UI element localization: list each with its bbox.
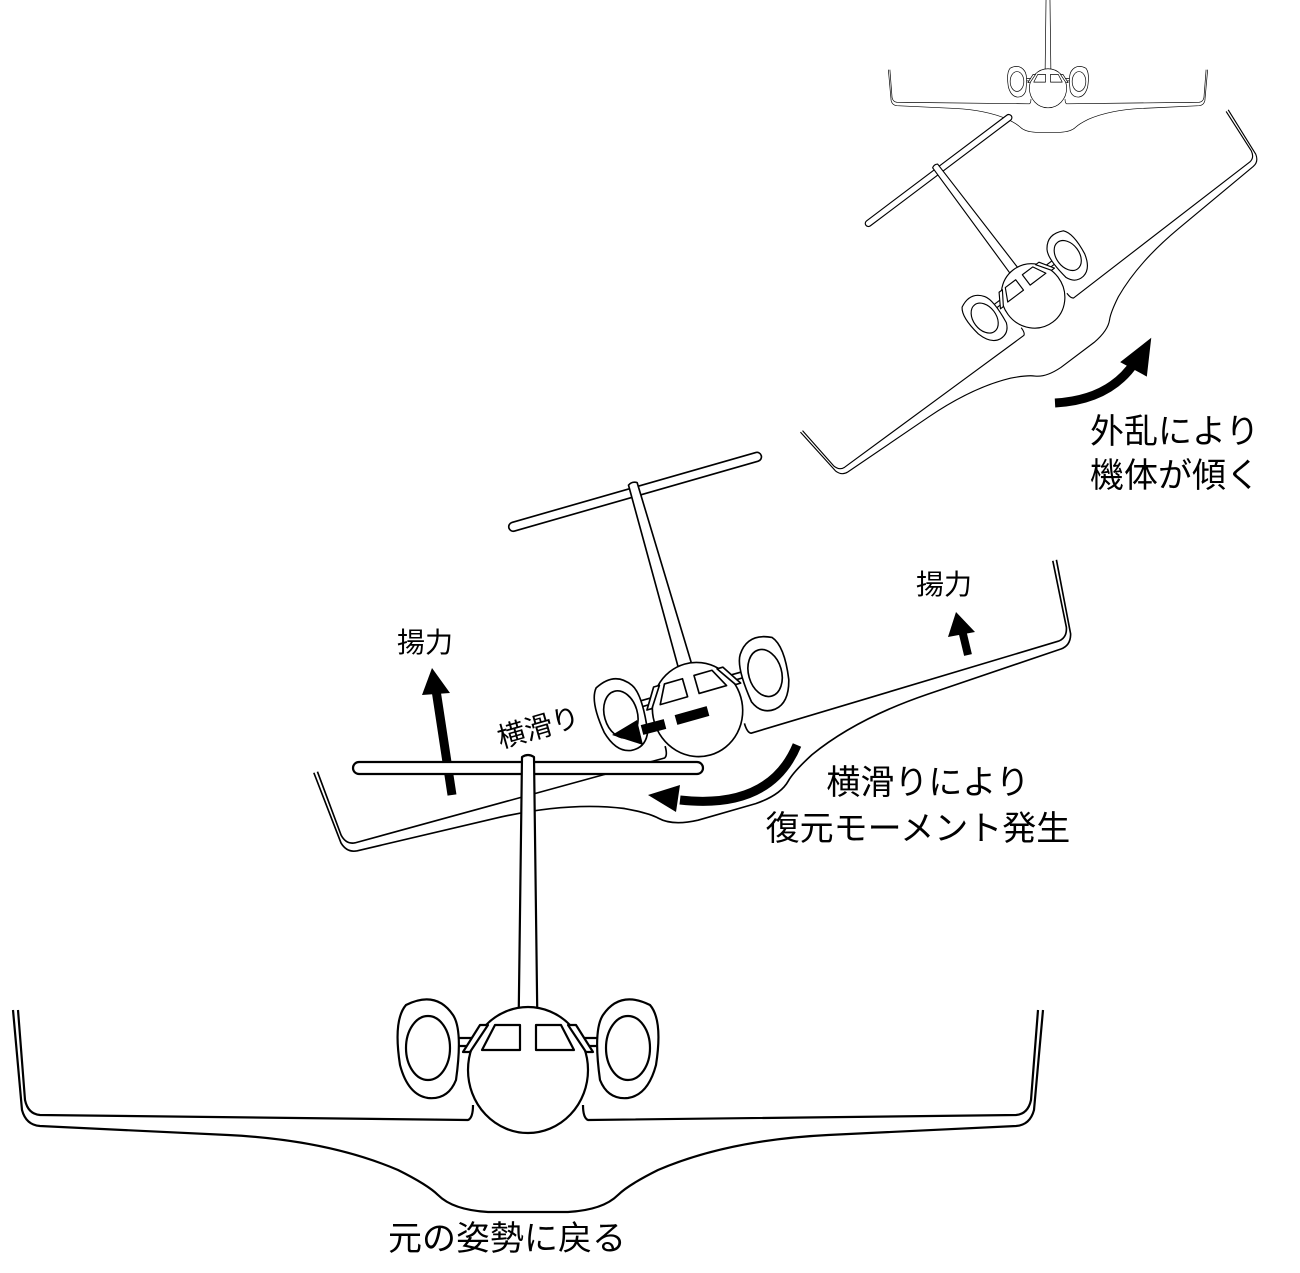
restoring-moment-arrow (679, 743, 802, 806)
sideslip-dash-1 (674, 706, 710, 725)
lift-label-right: 揚力 (916, 568, 973, 601)
sideslip-caption-line-1: 横滑りにより (826, 763, 1030, 803)
sideslip-arrow-head (612, 720, 643, 745)
lift-arrow-left-head (422, 668, 450, 695)
disturbance-roll-arrow (1054, 359, 1139, 408)
sideslip-caption-line-2: 復元モーメント発生 (765, 809, 1071, 849)
sideslip-caption: 横滑りにより 復元モーメント発生 (748, 760, 1088, 852)
disturbed-caption: 外乱により 機体が傾く (1090, 410, 1260, 498)
disturbed-caption-line-1: 外乱により (1090, 412, 1260, 452)
disturbed-caption-line-2: 機体が傾く (1090, 456, 1260, 496)
disturbance-arrow-head (1120, 337, 1152, 377)
recovered-caption: 元の姿勢に戻る (388, 1219, 626, 1259)
sideslip-dash-2 (640, 719, 667, 735)
lift-arrow-left (431, 689, 457, 796)
restoring-moment-arrow-head (648, 785, 680, 812)
lift-label-left: 揚力 (397, 626, 454, 659)
plane-level-small (888, 0, 1208, 133)
lift-arrow-right-head (948, 612, 975, 637)
